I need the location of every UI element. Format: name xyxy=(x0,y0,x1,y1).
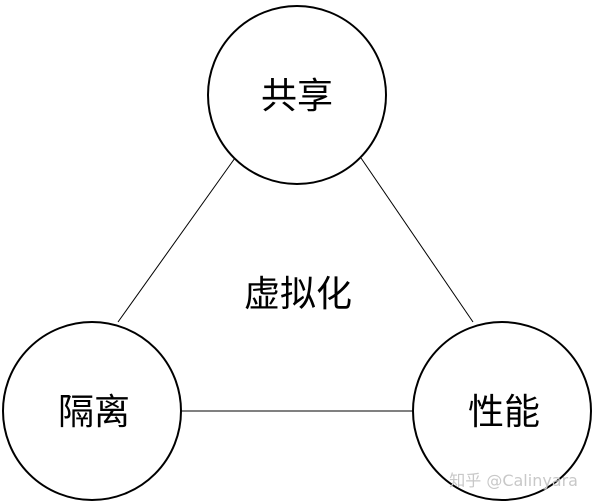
center-label: 虚拟化 xyxy=(244,274,352,315)
node-top: 共享 xyxy=(207,5,387,185)
watermark-text: 知乎 @Calinyara xyxy=(449,471,578,490)
node-right: 性能 xyxy=(412,321,592,501)
node-right-circle xyxy=(412,321,592,501)
node-left-label: 隔离 xyxy=(58,392,130,433)
node-left-circle xyxy=(2,321,182,501)
node-left: 隔离 xyxy=(2,321,182,501)
edge-top-left xyxy=(117,157,236,323)
node-top-label: 共享 xyxy=(261,76,333,117)
node-right-label: 性能 xyxy=(468,392,540,433)
edge-top-right xyxy=(360,157,474,323)
node-top-circle xyxy=(207,5,387,185)
